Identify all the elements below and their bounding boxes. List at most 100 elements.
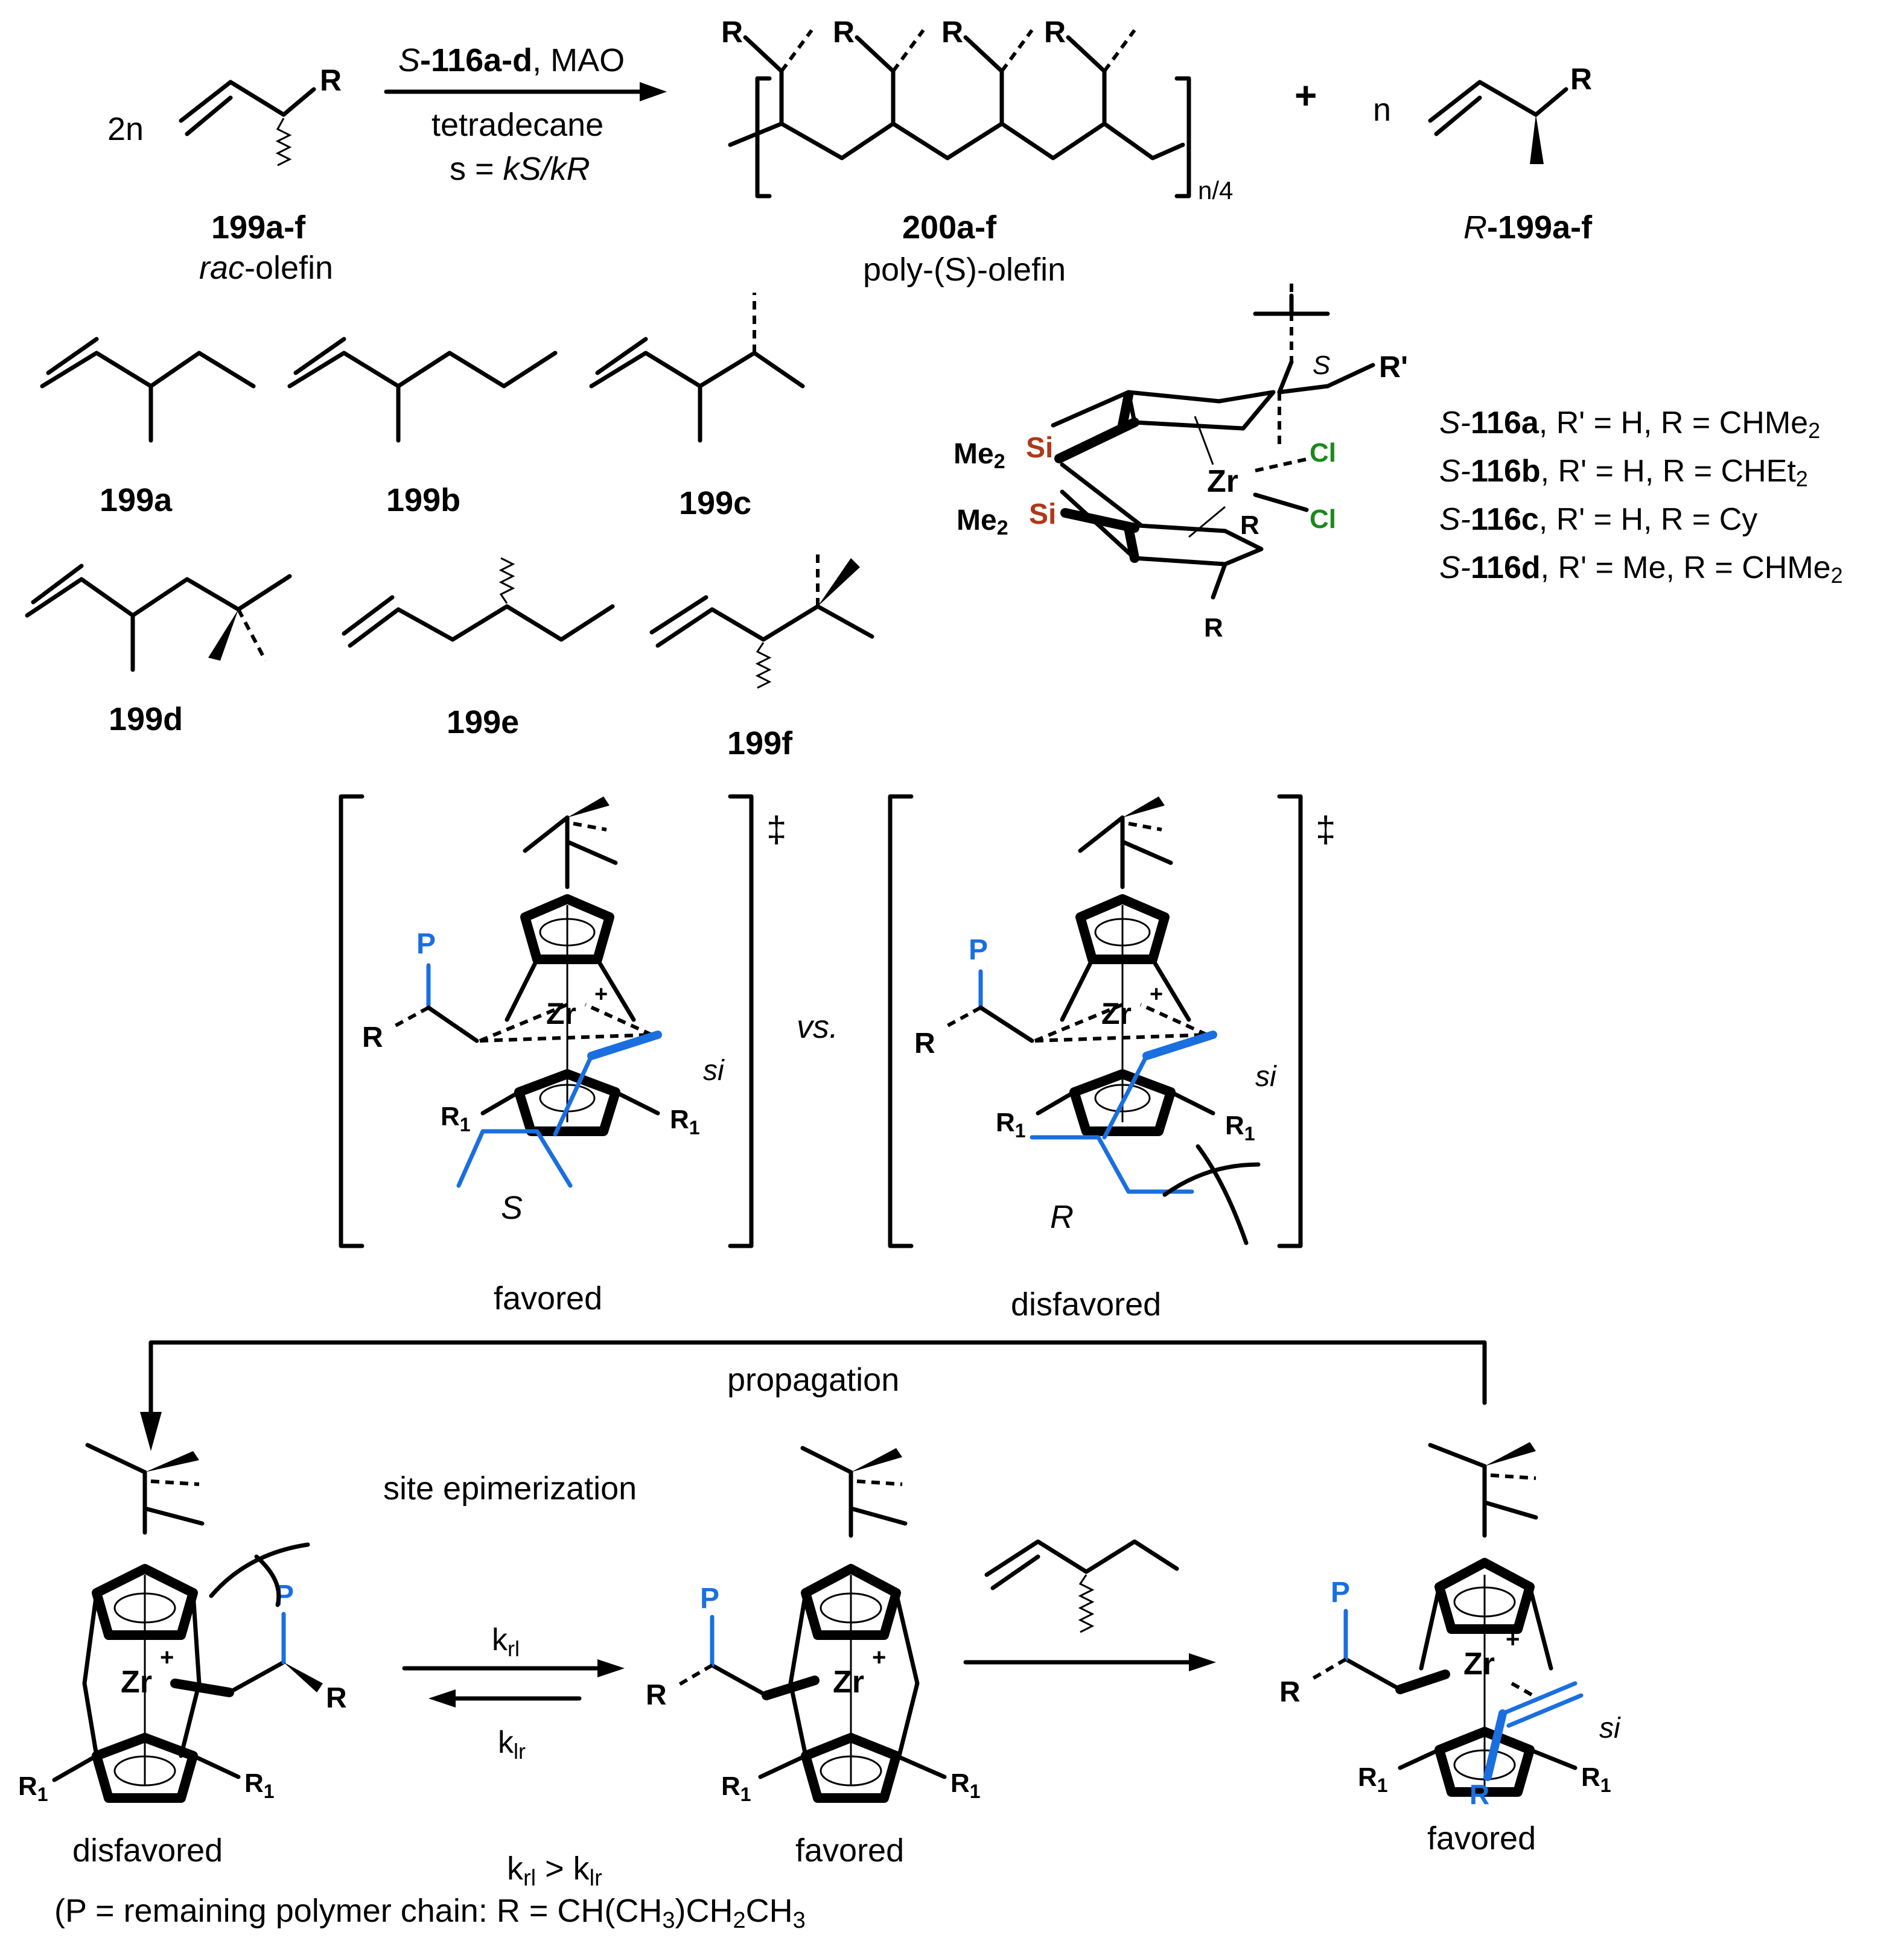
label-199d: 199d: [109, 701, 183, 737]
footnote: (P = remaining polymer chain: R = CH(CH3…: [54, 1893, 806, 1933]
ts-right-bracket-close: [1277, 794, 1303, 1248]
cat-r-1: R: [1240, 510, 1259, 540]
cl-label-2: Cl: [1310, 504, 1336, 534]
dagger-2: ‡: [1316, 809, 1336, 850]
si-label-2: Si: [1029, 498, 1056, 530]
plus-sign: +: [1294, 74, 1317, 117]
repeat-subscript: n/4: [1198, 176, 1233, 205]
r1-mech-left-1: R1: [18, 1771, 48, 1805]
reaction-arrow: [384, 82, 667, 101]
r1-ts-disfavored-left: R1: [996, 1108, 1026, 1142]
mech-middle-caption: favored: [795, 1832, 904, 1869]
si-mech-right: si: [1599, 1712, 1621, 1744]
r1-mech-right-1: R1: [1358, 1762, 1388, 1796]
ts-right-bracket-open: [888, 794, 914, 1248]
species-favored-right: Zr + R1 R1 P R R si: [1279, 1442, 1621, 1810]
monomer-over-arrow: [963, 1539, 1216, 1671]
species-disfavored: Zr + R1 R1 P R: [18, 1443, 347, 1805]
si-ts-favored: si: [703, 1055, 725, 1087]
ts-disfavored-caption: disfavored: [1011, 1286, 1161, 1323]
zr-label: Zr: [1207, 464, 1238, 499]
rac-olefin-desc: rac-olefin: [199, 250, 333, 286]
propagation-arrow: [140, 1340, 1487, 1451]
zr-ts-favored: Zr: [546, 997, 576, 1031]
olefin-199f: [649, 552, 874, 689]
reagent-text: S-116a-d, MAO: [398, 42, 625, 78]
r-blue-mech-right: R: [1469, 1779, 1489, 1810]
olefin-199b: [287, 337, 558, 443]
stoich-n: n: [1373, 92, 1391, 128]
p-mech-middle: P: [700, 1583, 719, 1615]
site-epimerization-label: site epimerization: [383, 1470, 637, 1507]
p-mech-right: P: [1331, 1577, 1350, 1609]
ts-favored: ‡ Zr + P R R1 R1 si S: [339, 794, 786, 1248]
r1-ts-favored-right: R1: [670, 1105, 700, 1139]
dagger-1: ‡: [766, 809, 786, 850]
label-199b: 199b: [386, 482, 460, 518]
plus-mech-left: +: [160, 1644, 174, 1671]
r-substituent: R: [320, 63, 342, 97]
p-ts-disfavored: P: [969, 934, 988, 966]
plus-ts-disfavored: +: [1150, 982, 1163, 1007]
olefin-199c: [589, 293, 805, 443]
rprime-label: R': [1379, 350, 1408, 384]
catalyst-variant-list: S-116a, R' = H, R = CHMe2 S-116b, R' = H…: [1439, 405, 1843, 588]
r-ts-disfavored: R: [914, 1028, 935, 1060]
mech-left-caption: disfavored: [72, 1832, 223, 1869]
recovered-olefin-structure: R: [1428, 62, 1592, 164]
olefin-199d: [25, 564, 292, 672]
r-mech-left: R: [326, 1682, 347, 1714]
stoich-2n: 2n: [107, 111, 144, 147]
r-ts-label: R: [1050, 1199, 1074, 1235]
r-mech-right: R: [1279, 1676, 1301, 1708]
label-199f: 199f: [727, 725, 793, 761]
ts-favored-caption: favored: [494, 1280, 602, 1317]
s-stereo-label: S: [1313, 351, 1330, 380]
label-199c: 199c: [679, 485, 751, 521]
r1-mech-right-2: R1: [1581, 1762, 1611, 1796]
solvent-text: tetradecane: [431, 107, 603, 143]
r1-mech-middle-2: R1: [950, 1768, 981, 1802]
k-forward: krl: [492, 1622, 520, 1661]
olefin-199e: [342, 557, 615, 648]
r-mech-middle: R: [646, 1679, 667, 1711]
s-ts-label: S: [501, 1190, 523, 1226]
ts-left-bracket-close: [728, 794, 754, 1248]
me2-label-1: Me2: [954, 438, 1005, 473]
r1-mech-left-2: R1: [244, 1768, 275, 1802]
species-favored-middle: Zr + R1 R1 P R: [646, 1446, 981, 1805]
p-ts-favored: P: [416, 928, 436, 960]
r-ts-favored: R: [362, 1021, 383, 1053]
r1-mech-middle-1: R1: [721, 1771, 751, 1805]
zirconocene-catalyst: S R' Zr Cl Cl R R Si Si Me2 Me2: [954, 284, 1408, 643]
polymer-r2: R: [833, 15, 855, 49]
left-bracket: [755, 76, 772, 199]
polymer-r3: R: [941, 15, 963, 49]
k-reverse: klr: [498, 1725, 526, 1764]
plus-mech-middle: +: [872, 1644, 886, 1671]
cat-r-2: R: [1204, 613, 1223, 643]
plus-mech-right: +: [1506, 1626, 1520, 1653]
propagation-label: propagation: [727, 1362, 899, 1398]
si-ts-disfavored: si: [1255, 1061, 1277, 1093]
zr-mech-middle: Zr: [833, 1665, 864, 1700]
rate-relation: krl > klr: [507, 1851, 602, 1891]
zr-ts-disfavored: Zr: [1101, 997, 1132, 1031]
variant-116c: S-116c, R' = H, R = Cy: [1439, 502, 1757, 537]
r1-ts-disfavored-right: R1: [1225, 1111, 1255, 1145]
plus-ts-favored: +: [594, 982, 608, 1007]
recovered-olefin-label: R-199a-f: [1463, 209, 1593, 246]
polymer-desc: poly-(S)-olefin: [863, 252, 1066, 288]
wavy-bond: [275, 118, 292, 167]
zr-mech-right: Zr: [1463, 1647, 1495, 1682]
rac-olefin-label: 199a-f: [211, 209, 306, 246]
polymer-r4: R: [1044, 15, 1066, 49]
polymer-structure: R R R R n/4: [721, 15, 1233, 205]
polymer-label: 200a-f: [902, 209, 997, 246]
polymer-r1: R: [721, 15, 743, 49]
selectivity-text: s = kS/kR: [450, 151, 590, 187]
equilibrium-arrows: [402, 1659, 625, 1708]
variant-116d: S-116d, R' = Me, R = CHMe2: [1439, 550, 1843, 588]
variant-116a: S-116a, R' = H, R = CHMe2: [1439, 405, 1820, 443]
zr-mech-left: Zr: [121, 1665, 152, 1700]
